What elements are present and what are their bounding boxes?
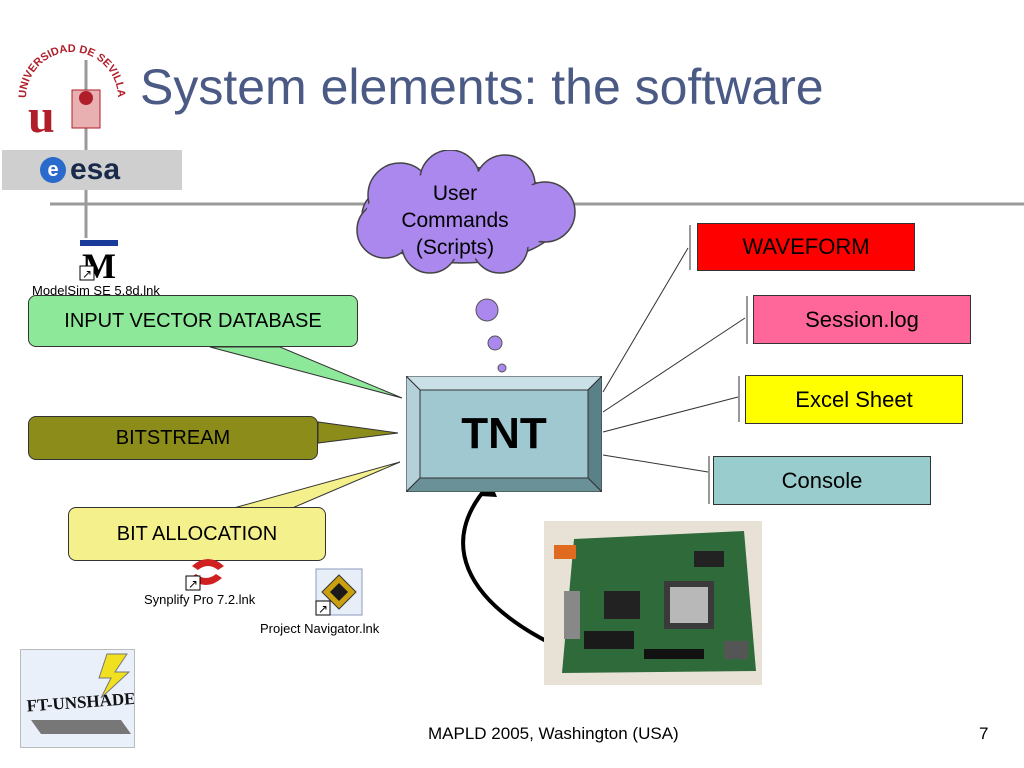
tnt-bevel <box>406 376 602 492</box>
svg-text:u: u <box>28 90 55 140</box>
footer-text: MAPLD 2005, Washington (USA) <box>428 724 679 743</box>
cable-arrow <box>461 484 561 650</box>
tnt-label: TNT <box>461 409 547 458</box>
modelsim-icon: M ↗ <box>79 240 118 282</box>
session-log-box: Session.log <box>753 295 971 344</box>
modelsim-shortcut[interactable]: M ↗ ModelSim SE 5.8d.lnk <box>32 238 182 298</box>
excel-sheet-box: Excel Sheet <box>745 375 963 424</box>
board-photo <box>544 521 762 685</box>
slide-title: System elements: the software <box>140 59 824 115</box>
excel-sheet-label: Excel Sheet <box>795 386 913 412</box>
svg-text:↗: ↗ <box>188 577 198 591</box>
bitstream-label: BITSTREAM <box>115 426 231 449</box>
esa-logo-text: esa <box>70 153 121 186</box>
project-navigator-shortcut[interactable]: ↗ Project Navigator.lnk <box>258 567 428 639</box>
connector-excel <box>602 396 739 433</box>
university-logo: UNIVERSIDAD DE SEVILLA u <box>14 40 132 143</box>
input-vector-database-label: INPUT VECTOR DATABASE <box>64 309 322 332</box>
pcb-board-icon <box>544 521 762 685</box>
esa-band <box>2 150 182 190</box>
bit-allocation-tail <box>229 461 401 510</box>
synplify-icon: ↗ <box>185 559 224 591</box>
console-label: Console <box>781 467 863 493</box>
svg-text:↗: ↗ <box>318 602 328 616</box>
tnt-box: TNT <box>406 376 602 492</box>
bit-allocation-label: BIT ALLOCATION <box>116 522 278 545</box>
bitstream-tail <box>317 421 399 444</box>
waveform-label: WAVEFORM <box>742 234 870 259</box>
thought-bubble-large <box>475 298 499 322</box>
waveform-box: WAVEFORM <box>697 223 915 271</box>
bitstream-callout: BITSTREAM <box>28 416 318 460</box>
cloud-shape <box>356 149 576 274</box>
cloud-line-3: (Scripts) <box>415 236 495 259</box>
page-number: 7 <box>979 724 989 743</box>
synplify-label: Synplify Pro 7.2.lnk <box>144 592 256 607</box>
synplify-shortcut[interactable]: ↗ Synplify Pro 7.2.lnk <box>140 556 290 610</box>
thought-bubble-medium <box>487 335 503 351</box>
project-navigator-label: Project Navigator.lnk <box>260 621 380 636</box>
bit-allocation-callout: BIT ALLOCATION <box>68 507 326 561</box>
esa-circle-icon: e <box>40 157 66 183</box>
ft-unshades-logo: FT-UNSHADES <box>20 649 146 748</box>
session-log-label: Session.log <box>805 306 919 332</box>
project-navigator-icon: ↗ <box>315 568 363 616</box>
console-box: Console <box>713 456 931 505</box>
thought-bubble-small <box>497 363 507 373</box>
cloud-line-2: Commands <box>401 209 509 232</box>
input-vector-tail <box>209 346 403 399</box>
connector-session <box>602 317 746 413</box>
user-commands-cloud: User Commands (Scripts) <box>340 149 585 275</box>
connector-waveform <box>602 247 689 393</box>
cloud-line-1: User <box>432 182 478 205</box>
svg-text:↗: ↗ <box>82 267 92 281</box>
connector-console <box>602 454 709 473</box>
modelsim-label: ModelSim SE 5.8d.lnk <box>32 283 160 298</box>
ft-unshades-logo-text: FT-UNSHADES <box>26 688 134 715</box>
university-seal-icon: UNIVERSIDAD DE SEVILLA u <box>17 43 127 143</box>
ft-unshades-logo-icon: FT-UNSHADES <box>26 653 146 734</box>
esa-logo: e esa <box>40 150 160 190</box>
input-vector-database-callout: INPUT VECTOR DATABASE <box>28 295 358 347</box>
